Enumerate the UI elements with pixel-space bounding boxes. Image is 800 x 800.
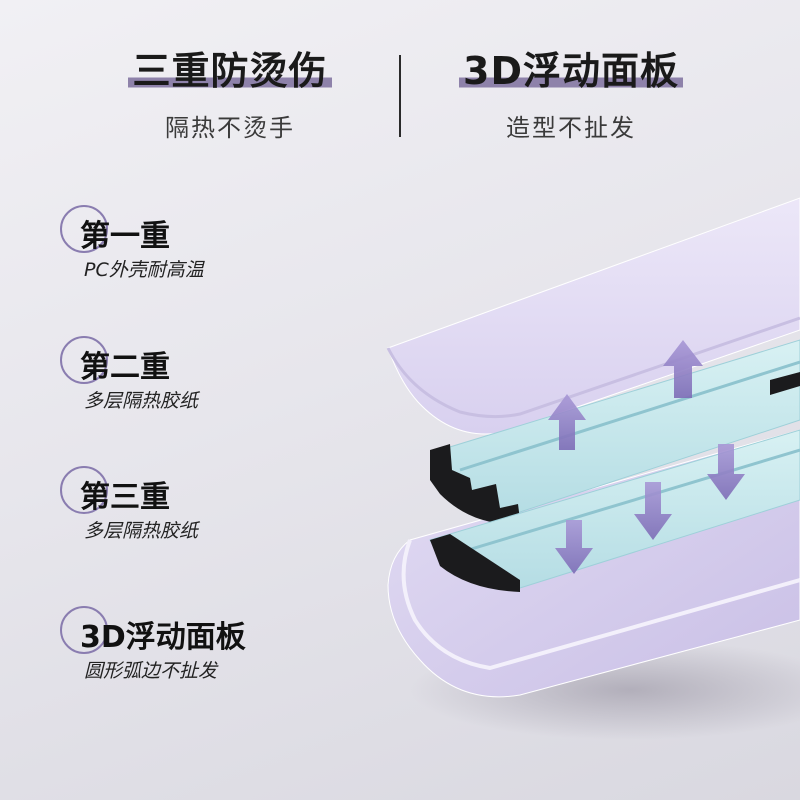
- bottom-shell-rim: [401, 539, 800, 671]
- top-shell-edge: [386, 316, 800, 419]
- upper-plate-stripe: [459, 360, 800, 472]
- arrow-down-1: [555, 520, 593, 574]
- header-right: 3D浮动面板 造型不扯发: [436, 48, 706, 143]
- feature-2-circle: [60, 336, 108, 384]
- arrow-up-2: [663, 340, 703, 398]
- feature-3-circle: [60, 466, 108, 514]
- header-divider: [399, 55, 401, 137]
- header-left: 三重防烫伤 隔热不烫手: [95, 48, 365, 143]
- feature-1-circle: [60, 205, 108, 253]
- feature-2-desc: 多层隔热胶纸: [84, 390, 199, 412]
- lower-plate-edge-right: [770, 372, 800, 395]
- lower-plate-edge: [430, 534, 520, 592]
- header-left-title: 三重防烫伤: [128, 48, 332, 94]
- feature-3-title: 第三重: [80, 480, 170, 515]
- feature-1-title: 第一重: [80, 219, 170, 254]
- header-right-title: 3D浮动面板: [459, 48, 683, 94]
- feature-4-title: 3D浮动面板: [80, 620, 246, 655]
- arrow-down-3: [707, 444, 745, 500]
- feature-1-desc: PC外壳耐高温: [84, 259, 204, 281]
- feature-2-title: 第二重: [80, 350, 170, 385]
- feature-4-circle: [60, 606, 108, 654]
- lower-plate-stripe: [447, 448, 800, 558]
- header-left-subtitle: 隔热不烫手: [165, 114, 295, 142]
- header-right-subtitle: 造型不扯发: [506, 114, 636, 142]
- feature-4-desc: 圆形弧边不扯发: [84, 660, 218, 682]
- arrow-down-2: [634, 482, 672, 540]
- feature-3-desc: 多层隔热胶纸: [84, 520, 199, 542]
- upper-plate-clip: [430, 444, 520, 524]
- arrow-up-1: [548, 394, 586, 450]
